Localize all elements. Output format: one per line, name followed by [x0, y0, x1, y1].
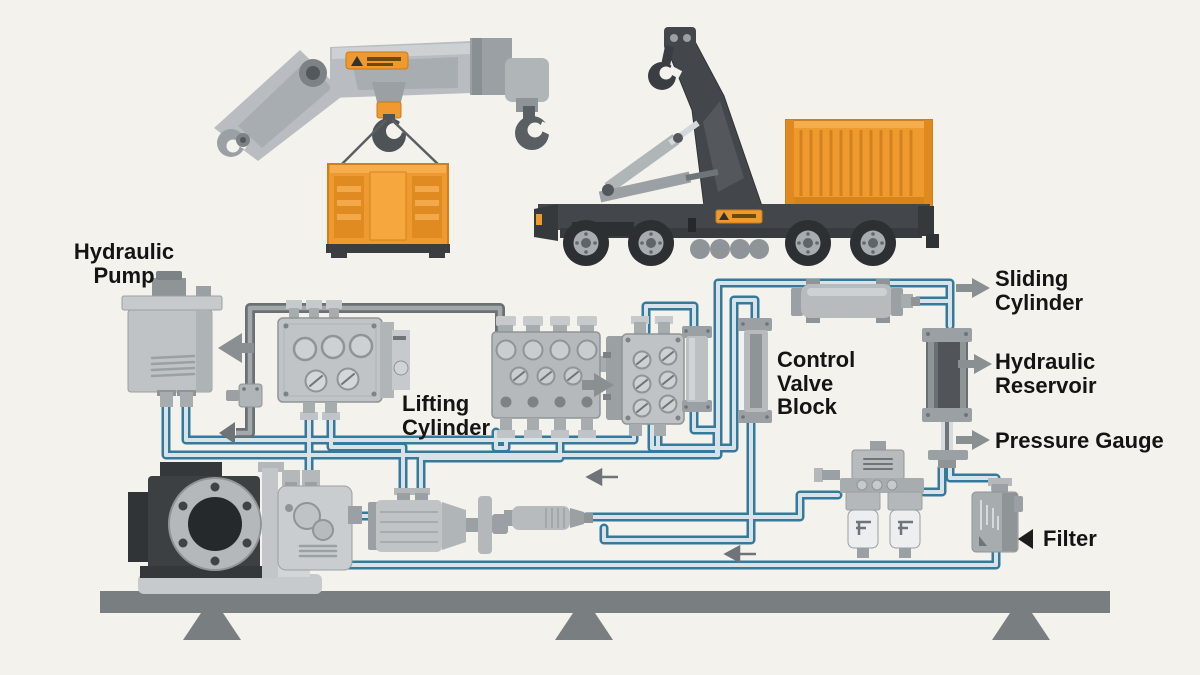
- sliding-cylinder: [791, 279, 920, 323]
- label-hydraulic-pump: Hydraulic Pump: [73, 239, 175, 288]
- arrow-left-on-pipe-icon: [585, 467, 603, 487]
- pressure-gauge: [928, 422, 968, 468]
- pump-unit: [128, 462, 362, 594]
- truck-wheels: [563, 220, 896, 266]
- arrow-right-to-valveblock-icon: [582, 373, 614, 397]
- floor: [100, 591, 1110, 640]
- dual-filter-assembly: [814, 441, 924, 558]
- vertical-cylinder-1: [682, 326, 712, 412]
- control-box: [277, 300, 410, 420]
- pump-tank: [121, 271, 223, 407]
- truck-container: [785, 119, 933, 207]
- label-lifting-cylinder: Lifting Cylinder: [402, 391, 491, 440]
- arrow-left-filter-icon: [1018, 529, 1033, 549]
- label-filter: Filter: [1043, 526, 1097, 551]
- lifted-container: [326, 163, 450, 258]
- label-sliding-cylinder: Sliding Cylinder: [995, 266, 1084, 315]
- valve-block: [603, 316, 685, 436]
- crane-illustration: [214, 38, 556, 258]
- small-cylinder: [368, 488, 508, 554]
- vertical-cylinder-2: [738, 318, 772, 423]
- label-hydraulic-reservoir: Hydraulic Reservoir: [995, 349, 1097, 398]
- warning-triangle-icon: [351, 56, 363, 66]
- truck-warning-sticker: [715, 209, 763, 224]
- truck-illustration: [534, 27, 939, 266]
- inline-coupling: [504, 506, 593, 530]
- truck-hook-icon: [648, 45, 683, 90]
- label-pressure-gauge: Pressure Gauge: [995, 428, 1164, 453]
- filter-canister: [971, 478, 1023, 553]
- truck-roller-wheels: [690, 239, 769, 259]
- label-control-valve-block: Control Valve Block: [777, 347, 856, 420]
- flow-arrows: [218, 278, 1033, 564]
- crane-warning-sticker: [345, 51, 409, 70]
- pipe-end-arrow-icon: [219, 422, 235, 444]
- arrow-right-pressure-gauge-icon: [956, 430, 990, 450]
- arrow-right-sliding-cylinder-icon: [956, 278, 990, 298]
- warning-triangle-icon: [719, 212, 729, 220]
- arrow-right-hydraulic-reservoir-icon: [958, 354, 992, 374]
- arrow-left-to-tank-icon: [218, 333, 254, 363]
- crane-right-hook-icon: [515, 106, 556, 150]
- arrow-left-on-pipe-2-icon: [723, 544, 741, 564]
- hydraulic-reservoir: [922, 328, 972, 422]
